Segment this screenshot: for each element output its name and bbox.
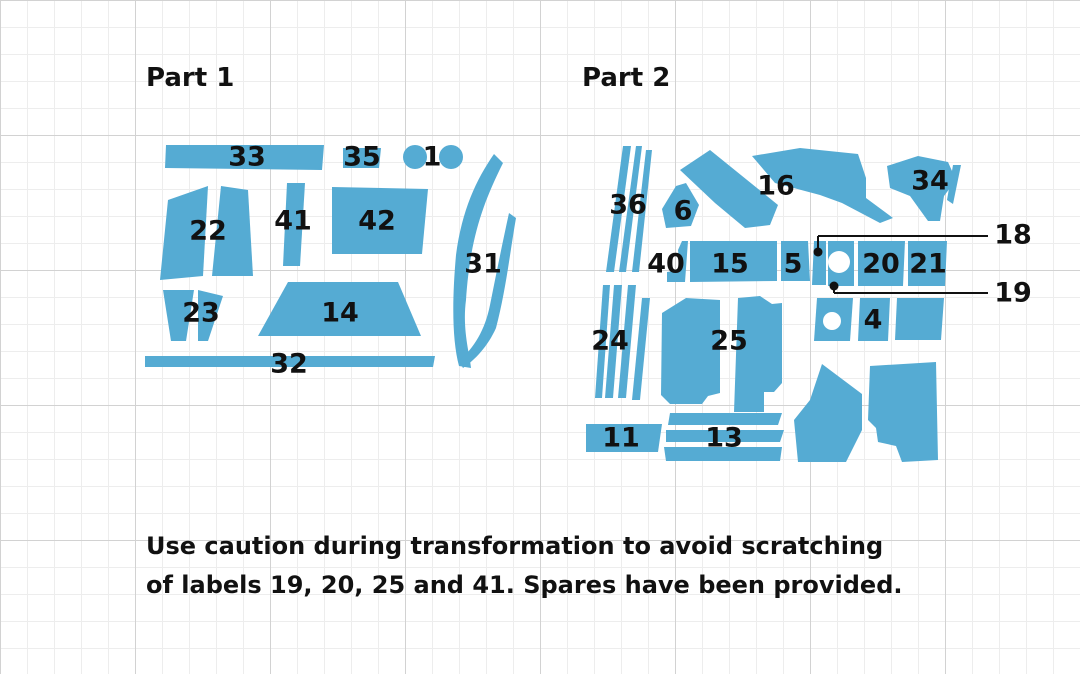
sticker-21: [908, 241, 947, 286]
sticker-25-left: [661, 298, 720, 404]
part2-labels: 36 6 16 34 18 40 15 5 20 21 19 24 25 4 1…: [591, 166, 1032, 454]
sticker-13-b: [666, 430, 784, 442]
sticker-24-a: [595, 285, 610, 398]
sticker-36-c: [632, 150, 652, 272]
sticker-bumper-right: [868, 362, 938, 462]
part2-title: Part 2: [582, 63, 670, 93]
label-23: 23: [182, 298, 220, 329]
part1-labels: 33 35 1 22 41 42 31 23 14 32: [182, 142, 502, 380]
sticker-bumper-left: [794, 364, 862, 462]
label-40: 40: [647, 249, 685, 280]
label-24: 24: [591, 326, 629, 357]
label-34: 34: [911, 166, 949, 197]
sticker-13-c: [664, 447, 782, 461]
label-35: 35: [343, 142, 381, 173]
caution-note-line-2: of labels 19, 20, 25 and 41. Spares have…: [146, 571, 903, 599]
sticker-25-right: [734, 296, 782, 412]
sticker-14: [258, 282, 421, 336]
part2-stickers: [586, 146, 961, 462]
sticker-5: [781, 241, 810, 281]
sticker-4-b: [858, 298, 890, 341]
label-14: 14: [321, 298, 359, 329]
sticker-23-right: [198, 290, 223, 341]
sticker-41: [283, 183, 305, 266]
sticker-31-left: [453, 154, 503, 368]
label-22: 22: [189, 216, 227, 247]
sticker-31-right: [459, 213, 516, 368]
label-11: 11: [602, 423, 640, 454]
sticker-4-hole: [823, 312, 841, 330]
label-19: 19: [994, 278, 1032, 309]
part1-stickers: [145, 145, 516, 368]
leader-dot-19: [829, 281, 839, 291]
sticker-24-c: [618, 285, 636, 398]
sticker-13-a: [668, 413, 782, 425]
label-31: 31: [464, 249, 502, 280]
callouts: [813, 235, 988, 294]
caution-note: Use caution during transformation to avo…: [146, 527, 946, 605]
sticker-11: [586, 424, 662, 452]
sticker-33: [165, 145, 324, 170]
sticker-23-left: [163, 290, 194, 341]
sticker-22-left: [160, 186, 208, 280]
label-5: 5: [784, 249, 803, 280]
sticker-1-left: [403, 145, 427, 169]
part1-title: Part 1: [146, 63, 234, 93]
sticker-1-right: [439, 145, 463, 169]
sticker-4-c: [895, 298, 944, 340]
sticker-32: [145, 356, 435, 367]
sticker-19-hole: [828, 251, 850, 273]
sticker-16-right: [752, 148, 893, 223]
label-41: 41: [274, 206, 312, 237]
sticker-6: [662, 183, 699, 228]
label-18: 18: [994, 220, 1032, 251]
sticker-20: [858, 241, 905, 286]
leader-dot-18: [813, 247, 823, 257]
sticker-35: [343, 148, 381, 168]
label-4: 4: [864, 305, 883, 336]
label-32: 32: [270, 349, 308, 380]
label-42: 42: [358, 206, 396, 237]
sticker-24-d: [632, 298, 650, 400]
label-13: 13: [705, 423, 743, 454]
label-21: 21: [909, 249, 947, 280]
label-1: 1: [423, 142, 442, 173]
label-33: 33: [228, 142, 266, 173]
label-6: 6: [674, 196, 693, 227]
sticker-15: [690, 241, 777, 282]
label-15: 15: [711, 249, 749, 280]
sticker-34-tab: [947, 165, 961, 204]
sticker-16-left: [680, 150, 778, 228]
sticker-36-b: [619, 146, 642, 272]
label-25: 25: [710, 326, 748, 357]
sticker-42: [332, 187, 428, 254]
sticker-36-a: [606, 146, 631, 272]
label-36: 36: [609, 190, 647, 221]
sticker-24-b: [605, 285, 622, 398]
label-20: 20: [862, 249, 900, 280]
caution-note-line-1: Use caution during transformation to avo…: [146, 532, 884, 560]
sticker-34: [887, 156, 956, 221]
label-16: 16: [757, 171, 795, 202]
sticker-22-right: [212, 186, 253, 276]
sticker-40: [667, 241, 688, 282]
